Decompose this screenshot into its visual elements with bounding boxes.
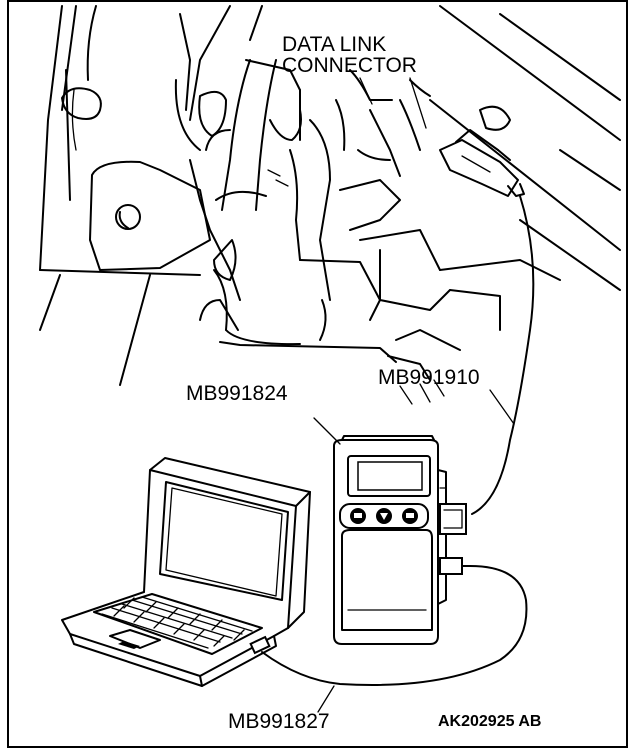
cable-dlc-label: MB991910 — [378, 366, 480, 389]
figure-code: AK202925 AB — [438, 713, 541, 730]
tester-label: MB991824 — [186, 382, 288, 405]
dlc-leader-1 — [359, 77, 373, 105]
dlc-label-line2: CONNECTOR — [282, 54, 417, 77]
figure-frame — [7, 0, 628, 748]
laptop-computer — [61, 457, 311, 687]
mb991910-cable — [471, 195, 535, 515]
mb991827-leader — [317, 685, 335, 713]
mb991910-leader — [489, 389, 515, 425]
tester-leader — [313, 417, 341, 445]
tester-mb991824 — [333, 435, 471, 645]
vehicle-underdash-illustration — [39, 5, 621, 405]
mb991827-cable — [261, 565, 528, 686]
dlc-leader-2 — [409, 77, 427, 129]
cable-usb-label: MB991827 — [228, 710, 330, 733]
dlc-label-line1: DATA LINK — [282, 33, 386, 56]
data-link-connector-plug — [439, 129, 525, 197]
